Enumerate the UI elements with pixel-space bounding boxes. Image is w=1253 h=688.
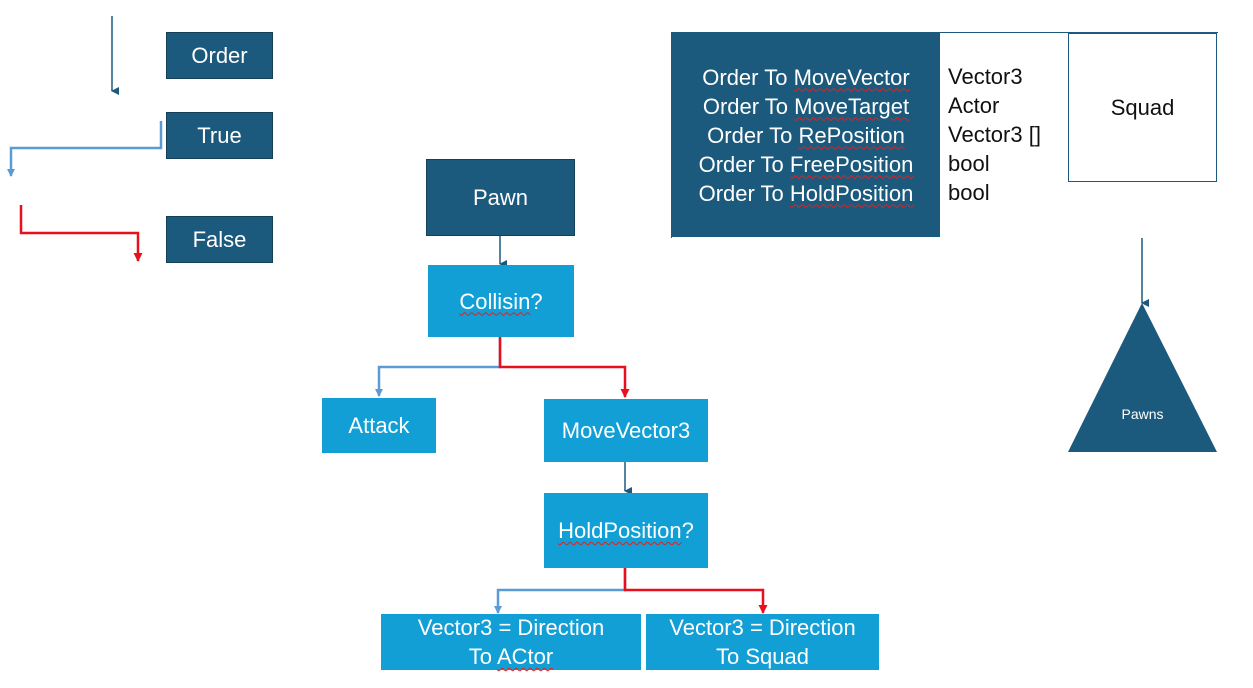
collision-true-arrow — [375, 337, 502, 397]
hold-true-arrow — [494, 568, 627, 614]
pawn-node: Pawn — [426, 159, 575, 236]
hold-false-arrow — [623, 568, 768, 614]
legend-order-label: Order — [191, 43, 248, 68]
collision-label: Collisin? — [459, 288, 543, 314]
legend-true-label: True — [197, 123, 242, 148]
legend-true-arrow — [7, 121, 163, 177]
pawns-triangle — [1068, 303, 1217, 452]
direction-to-actor-line2: To ACtor — [468, 644, 554, 669]
order-type: Actor — [948, 93, 1000, 118]
legend-order-box: Order — [166, 32, 273, 79]
legend-false-box: False — [166, 216, 273, 263]
legend-false-arrow — [19, 205, 143, 262]
direction-to-squad-node: Vector3 = Direction To Squad — [646, 614, 879, 670]
collision-false-arrow — [498, 337, 630, 398]
pawns-label: Pawns — [1121, 406, 1164, 422]
attack-label: Attack — [348, 413, 410, 438]
order-item: Order To MoveTarget — [702, 93, 910, 119]
direction-to-squad-line2: To Squad — [716, 644, 809, 669]
hold-position-node: HoldPosition? — [544, 493, 708, 568]
order-type: Vector3 — [948, 64, 1023, 89]
pawn-label: Pawn — [472, 185, 529, 210]
direction-to-actor-line1: Vector3 = Direction — [417, 615, 605, 640]
hold-position-label: HoldPosition? — [558, 518, 694, 543]
order-type: bool — [948, 180, 990, 205]
move-vector3-node: MoveVector3 — [544, 399, 708, 462]
direction-to-actor-node: Vector3 = Direction To ACtor — [381, 614, 641, 670]
collision-node: Collisin? — [428, 265, 574, 337]
move-vector3-label: MoveVector3 — [561, 418, 691, 443]
legend-true-box: True — [166, 112, 273, 159]
attack-node: Attack — [322, 398, 436, 453]
squad-label: Squad — [1110, 94, 1175, 120]
direction-to-squad-line1: Vector3 = Direction — [669, 615, 856, 640]
order-list: Order To MoveVector Order To MoveTarget … — [672, 33, 940, 237]
squad-node: Squad — [1068, 33, 1217, 182]
order-item: Order To RePosition — [707, 122, 905, 148]
order-item: Order To HoldPosition — [698, 180, 914, 206]
order-item: Order To MoveVector — [702, 64, 910, 90]
order-type: bool — [948, 151, 990, 176]
order-type: Vector3 [] — [948, 122, 1041, 147]
order-item: Order To FreePosition — [698, 151, 914, 177]
order-type-list: Vector3 Actor Vector3 [] bool bool — [948, 62, 1068, 207]
legend-false-label: False — [192, 227, 247, 252]
